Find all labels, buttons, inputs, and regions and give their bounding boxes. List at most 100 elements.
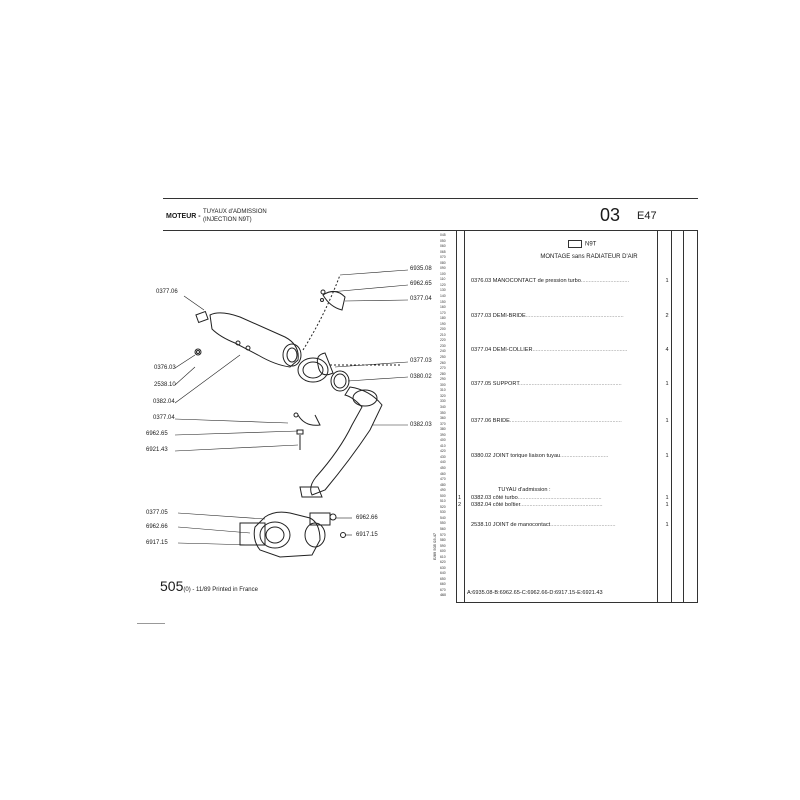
variant-index: 2 (458, 502, 462, 508)
diagram-ref: 6962.65 (410, 281, 432, 287)
ruler-number: 100 (440, 271, 446, 276)
ruler-number: 380 (440, 427, 446, 432)
table-row: 0377.05 SUPPORT.........................… (471, 381, 622, 387)
diagram-ref: 0377.06 (156, 289, 178, 295)
column-divider-qty (657, 231, 658, 603)
ruler-number: 320 (440, 393, 446, 398)
table-subtitle: MONTAGE sans RADIATEUR D'AIR (540, 254, 638, 260)
diagram-ref: 0377.04 (410, 296, 432, 302)
print-note: (0) - 11/89 Printed in France (183, 587, 258, 593)
row-qty: 1 (665, 418, 669, 424)
ruler-number: 360 (440, 416, 446, 421)
ruler-number: 480 (440, 482, 446, 487)
ruler-number: 220 (440, 338, 446, 343)
table-row: 0377.04 DEMI-COLLIER....................… (471, 347, 628, 353)
engine-code: N9T (568, 240, 596, 248)
section-title: TUYAUX d'ADMISSION (INJECTION N9T) (203, 208, 267, 224)
diagram-ref: 6962.65 (146, 431, 168, 437)
diagram-ref: 6935.08 (410, 266, 432, 272)
table-row: 0377.03 DEMI-BRIDE......................… (471, 313, 624, 319)
ruler-number: 300 (440, 382, 446, 387)
section-label: MOTEUR - (166, 213, 201, 220)
ruler-number: 120 (440, 282, 446, 287)
ruler-number: 350 (440, 410, 446, 415)
ruler-number: 510 (440, 499, 446, 504)
ruler-number: 230 (440, 343, 446, 348)
row-qty: 1 (665, 495, 669, 501)
diagram-ref: 2538.10 (154, 382, 176, 388)
ruler-number: 240 (440, 349, 446, 354)
ruler-number: 450 (440, 465, 446, 470)
ruler-number: 210 (440, 332, 446, 337)
ruler-number: 390 (440, 432, 446, 437)
ruler-number: 470 (440, 477, 446, 482)
table-row: 2538.10 JOINT de manocontact............… (471, 522, 616, 528)
ruler-number: 060 (440, 244, 446, 249)
top-rule (163, 198, 698, 199)
row-qty: 1 (665, 381, 669, 387)
diagram-ref: 0377.04 (153, 415, 175, 421)
column-divider-variant (464, 231, 465, 603)
ruler-number: 670 (440, 588, 446, 592)
ruler-number: 280 (440, 371, 446, 376)
row-qty: 1 (665, 522, 669, 528)
ruler-number: 310 (440, 388, 446, 393)
ruler-number: 590 (440, 543, 446, 548)
table-row: 0382.03 côté turbo......................… (471, 495, 602, 501)
row-qty: 1 (665, 502, 669, 508)
diagram-ref: 0382.03 (410, 422, 432, 428)
ruler-number: 370 (440, 421, 446, 426)
diagram-ref: 6921.43 (146, 447, 168, 453)
ruler-number: 520 (440, 504, 446, 509)
column-divider-b (683, 231, 684, 603)
bottom-rule (456, 602, 698, 603)
table-row: 0377.06 BRIDE...........................… (471, 418, 622, 424)
ruler-number: 050 (440, 238, 446, 243)
ruler-number: 580 (440, 538, 446, 543)
ruler-number: 090 (440, 266, 446, 271)
ruler-number: 620 (440, 560, 446, 565)
ruler-number: 490 (440, 488, 446, 493)
ruler-number: 140 (440, 294, 446, 299)
footnote: A:6935.08-B:6962.65-C:6962.66-D:6917.15-… (467, 590, 603, 596)
ruler-number: 570 (440, 532, 446, 537)
ruler-number: 660 (440, 582, 446, 587)
row-qty: 1 (665, 278, 669, 284)
diagram-ref: 6917.15 (146, 540, 168, 546)
table-row: 0376.03 MANOCONTACT de pression turbo...… (471, 278, 630, 284)
table-row: 0380.02 JOINT torique liaison tuyau.....… (471, 453, 609, 459)
ruler-number: 410 (440, 443, 446, 448)
column-divider-ruler (456, 231, 457, 603)
ruler-number: 250 (440, 355, 446, 360)
ruler-number: 200 (440, 327, 446, 332)
page-number: 03 (600, 205, 621, 225)
column-divider-c (697, 231, 698, 603)
ruler-number: 640 (440, 571, 446, 576)
ruler-number: 330 (440, 399, 446, 404)
ruler-number: 550 (440, 521, 446, 526)
header-rule (163, 230, 698, 231)
ruler-number: 650 (440, 576, 446, 581)
ruler-number: 065 (440, 249, 446, 254)
ruler-number: 110 (440, 277, 446, 282)
title-line-2: (INJECTION N9T) (203, 217, 252, 223)
engine-icon (568, 240, 582, 248)
diagram-ref: 6962.66 (146, 524, 168, 530)
ruler-number: 190 (440, 321, 446, 326)
ruler-bottom: 460 (440, 593, 446, 597)
diagram-ref: 6962.66 (356, 515, 378, 521)
ruler-number: 560 (440, 526, 446, 531)
variant-index: 1 (458, 495, 462, 501)
column-divider-a (671, 231, 672, 603)
ruler-number: 610 (440, 554, 446, 559)
table-row: TUYAU d'admission : (498, 487, 551, 493)
row-qty: 2 (665, 313, 669, 319)
ruler-number: 400 (440, 438, 446, 443)
model-number: 505 (160, 578, 184, 594)
ruler-number: 070 (440, 255, 446, 260)
ruler-number: 430 (440, 454, 446, 459)
diagram-ref: 0380.02 (410, 374, 432, 380)
ruler-number: 340 (440, 404, 446, 409)
ruler-number: 270 (440, 366, 446, 371)
